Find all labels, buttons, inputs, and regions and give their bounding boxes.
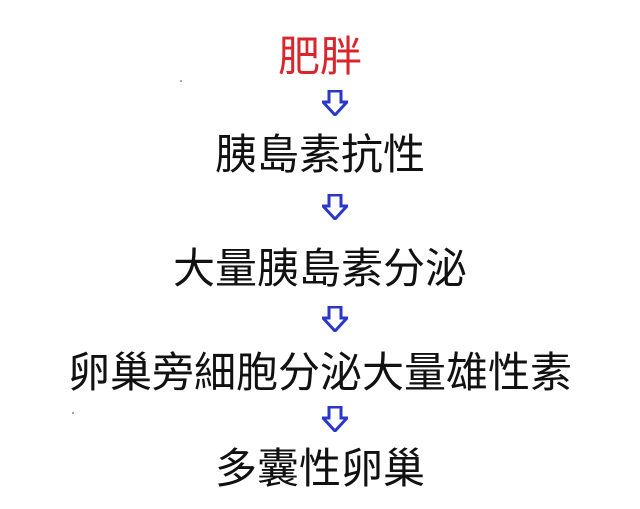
step-polycystic-ovary: 多囊性卵巢 xyxy=(214,444,425,493)
step-androgen-secretion: 卵巢旁細胞分泌大量雄性素 xyxy=(67,348,572,397)
decorative-speck xyxy=(180,80,182,82)
down-arrow-icon xyxy=(319,405,351,434)
step-insulin-secretion: 大量胰島素分泌 xyxy=(172,244,467,293)
down-arrow-icon xyxy=(319,305,351,334)
down-arrow-icon xyxy=(319,89,351,118)
down-arrow-icon xyxy=(319,193,351,222)
decorative-speck xyxy=(72,412,74,414)
step-obesity: 肥胖 xyxy=(277,32,362,81)
step-insulin-resistance: 胰島素抗性 xyxy=(214,130,425,179)
